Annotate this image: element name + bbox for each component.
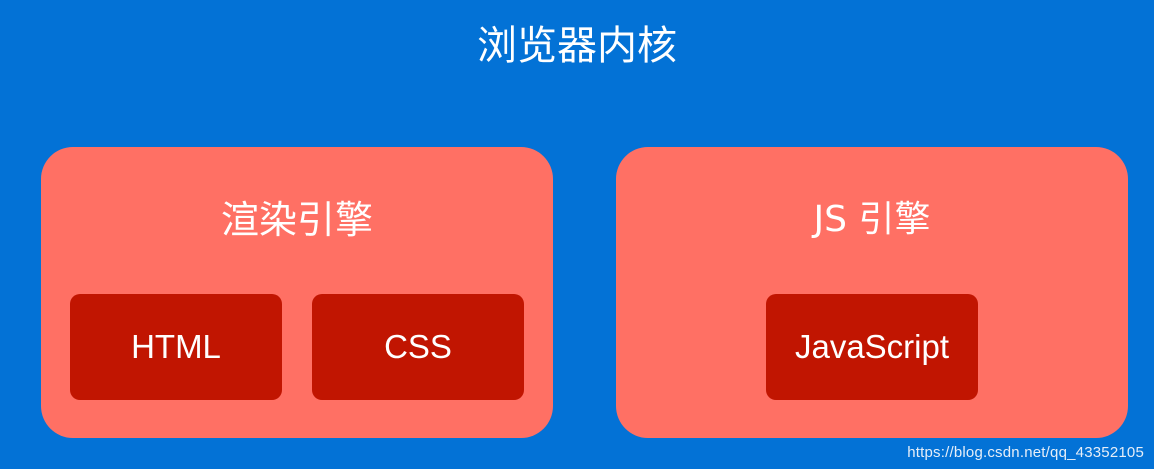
html-box: HTML <box>70 294 282 400</box>
javascript-box: JavaScript <box>766 294 978 400</box>
diagram-title: 浏览器内核 <box>477 23 677 69</box>
js-engine-panel: JS 引擎 JavaScript <box>616 147 1128 438</box>
rendering-engine-panel: 渲染引擎 HTML CSS <box>41 147 553 438</box>
watermark-url: https://blog.csdn.net/qq_43352105 <box>907 444 1144 461</box>
js-engine-title: JS 引擎 <box>813 199 931 240</box>
rendering-engine-title: 渲染引擎 <box>220 198 373 242</box>
css-box: CSS <box>312 294 524 400</box>
